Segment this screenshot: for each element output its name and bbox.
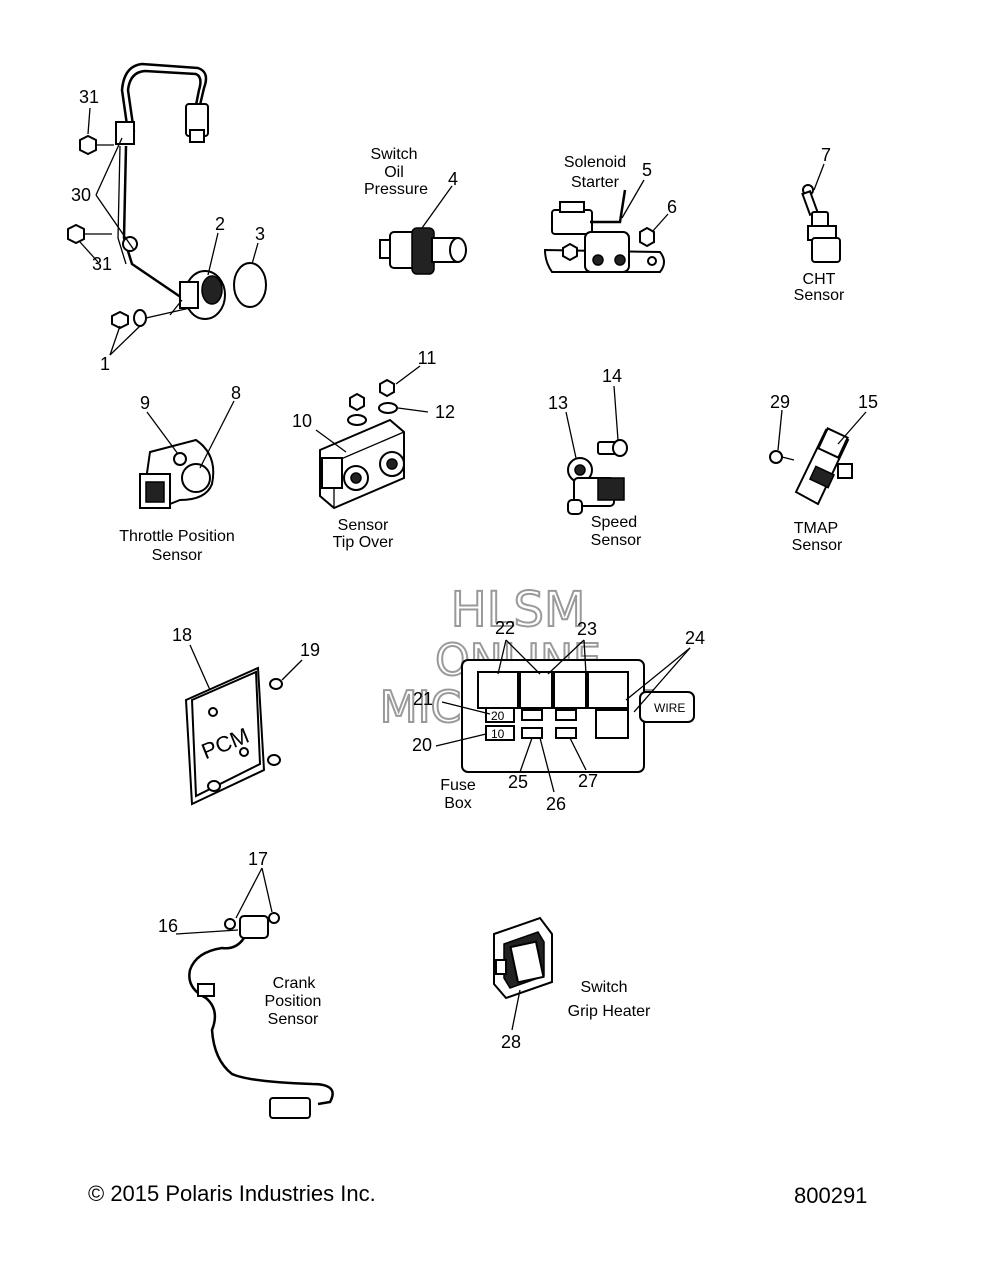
callout-numbers: 1 2 3 4 5 6 7 8 9 10 11 12 13 14 15 16 1…	[71, 87, 878, 1052]
grip-heater-switch-icon	[493, 916, 553, 1000]
callout-16: 16	[158, 916, 178, 936]
label-tmap-1: TMAP	[794, 520, 838, 537]
callout-15: 15	[858, 392, 878, 412]
callout-11: 11	[418, 348, 437, 368]
callout-19: 19	[300, 640, 320, 660]
wire-marking: WIRE	[654, 701, 685, 715]
callout-18: 18	[172, 625, 192, 645]
bolt-icon	[111, 307, 191, 330]
callout-12: 12	[435, 402, 455, 422]
wiring-harness-icon	[115, 62, 209, 302]
callout-27: 27	[578, 771, 598, 791]
label-crank-3: Sensor	[268, 1011, 319, 1028]
label-oil-pressure-3: Pressure	[364, 181, 428, 198]
throttle-position-sensor-icon	[139, 438, 215, 510]
callout-7: 7	[821, 145, 831, 165]
label-tmap-2: Sensor	[792, 537, 843, 554]
callout-25: 25	[508, 772, 528, 792]
label-grip-heater-2: Grip Heater	[568, 1003, 651, 1020]
callout-3: 3	[255, 224, 265, 244]
label-tip-over-2: Tip Over	[333, 534, 394, 551]
callout-17: 17	[248, 849, 268, 869]
callout-20: 20	[412, 735, 432, 755]
label-solenoid-1: Solenoid	[564, 154, 626, 171]
label-cht-2: Sensor	[794, 287, 845, 304]
label-oil-pressure-2: Oil	[384, 164, 404, 181]
callout-22: 22	[495, 618, 515, 638]
speed-sensor-icon	[567, 439, 628, 515]
label-cht-1: CHT	[803, 271, 836, 288]
callout-24: 24	[685, 628, 705, 648]
callout-23: 23	[577, 619, 597, 639]
watermark-line-1: HLSM	[451, 582, 586, 638]
label-crank-1: Crank	[273, 975, 317, 992]
component-labels: Switch Oil Pressure Solenoid Starter CHT…	[119, 146, 845, 1028]
label-throttle-2: Sensor	[152, 547, 203, 564]
pcm-module-icon: PCM	[184, 666, 283, 806]
callout-30: 30	[71, 185, 91, 205]
callout-6: 6	[667, 197, 677, 217]
label-crank-2: Position	[265, 993, 322, 1010]
label-solenoid-2: Starter	[571, 174, 620, 191]
callout-28: 28	[501, 1032, 521, 1052]
callout-14: 14	[602, 366, 622, 386]
cht-sensor-icon	[801, 184, 841, 263]
callout-4: 4	[448, 169, 458, 189]
o-ring-icon	[233, 262, 267, 308]
callout-8: 8	[231, 383, 241, 403]
label-grip-heater-1: Switch	[580, 979, 627, 996]
callout-10: 10	[292, 411, 312, 431]
knock-sensor-icon	[169, 270, 226, 320]
label-fuse-box-2: Box	[444, 795, 472, 812]
callout-2: 2	[215, 214, 225, 234]
label-tip-over-1: Sensor	[338, 517, 389, 534]
label-fuse-box-1: Fuse	[440, 777, 476, 794]
crank-position-sensor-icon	[188, 912, 334, 1119]
label-speed-2: Sensor	[591, 532, 642, 549]
bolt-icon	[67, 223, 112, 245]
tmap-sensor-icon	[769, 427, 853, 506]
callout-31-bottom: 31	[92, 254, 112, 274]
callout-29: 29	[770, 392, 790, 412]
label-throttle-1: Throttle Position	[119, 528, 235, 545]
bolt-icon	[79, 134, 114, 156]
fuse-10-marking: 10	[491, 727, 505, 741]
fuse-20-marking: 20	[491, 709, 505, 723]
callout-13: 13	[548, 393, 568, 413]
callout-31-top: 31	[79, 87, 99, 107]
fuse-box-icon: WIRE 20 10	[461, 659, 695, 773]
starter-solenoid-icon	[543, 189, 665, 273]
tip-over-sensor-icon	[319, 378, 405, 510]
oil-pressure-switch-icon	[379, 227, 467, 275]
callout-5: 5	[642, 160, 652, 180]
callout-26: 26	[546, 794, 566, 814]
callout-21: 21	[413, 689, 433, 709]
label-speed-1: Speed	[591, 514, 637, 531]
copyright-notice: © 2015 Polaris Industries Inc.	[88, 1181, 376, 1206]
callout-1: 1	[100, 354, 110, 374]
callout-9: 9	[140, 393, 150, 413]
label-oil-pressure-1: Switch	[370, 146, 417, 163]
leader-lines	[79, 107, 867, 1031]
diagram-number: 800291	[794, 1183, 868, 1208]
